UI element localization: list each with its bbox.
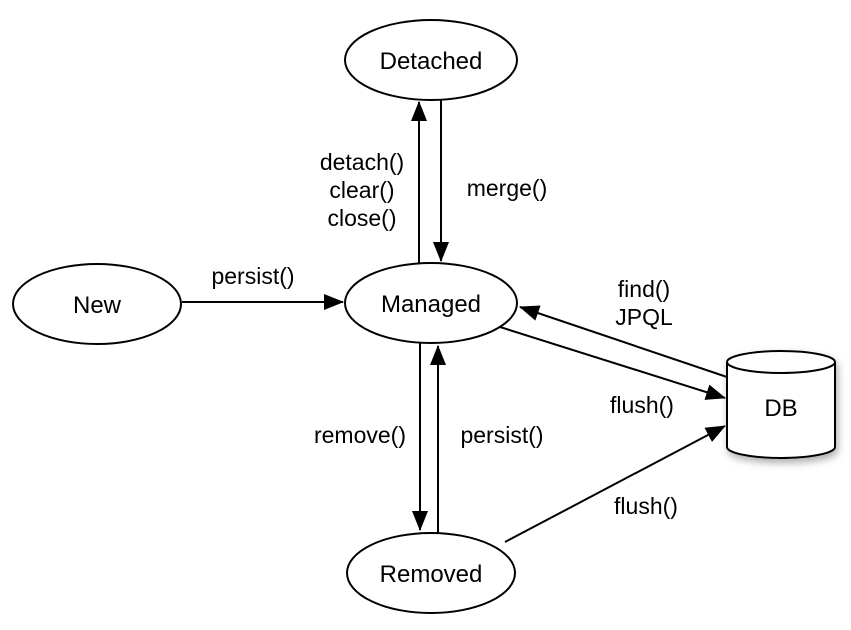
- edge-label-merge: merge(): [467, 175, 548, 201]
- database-cylinder-body: [726, 362, 836, 459]
- node-detached-shape: [344, 19, 518, 101]
- edge-db-to-managed: [519, 305, 728, 378]
- edge-label-find: find(): [618, 276, 670, 302]
- node-new-label: New: [73, 292, 122, 319]
- edge-managed-to-db: [499, 326, 726, 400]
- node-db: [726, 350, 836, 459]
- edge-label-persist-new: persist(): [211, 263, 294, 289]
- database-cylinder-top: [726, 350, 836, 374]
- edge-removed-to-db: [504, 425, 726, 543]
- edge-label-flush-managed: flush(): [610, 392, 674, 418]
- edge-label-jpql: JPQL: [615, 304, 673, 330]
- node-managed-shape: [344, 262, 518, 344]
- node-new-shape: [12, 263, 182, 345]
- edge-label-flush-removed: flush(): [614, 493, 678, 519]
- edge-label-clear: clear(): [329, 177, 394, 203]
- node-removed-label: Removed: [380, 561, 483, 588]
- edge-label-detach: detach(): [320, 149, 404, 175]
- node-removed-shape: [346, 532, 516, 614]
- edge-label-close: close(): [327, 205, 396, 231]
- node-detached-label: Detached: [380, 48, 483, 75]
- node-managed-label: Managed: [381, 291, 481, 318]
- edge-label-remove: remove(): [314, 422, 406, 448]
- node-db-label: DB: [764, 395, 797, 422]
- edge-label-persist-removed: persist(): [460, 422, 543, 448]
